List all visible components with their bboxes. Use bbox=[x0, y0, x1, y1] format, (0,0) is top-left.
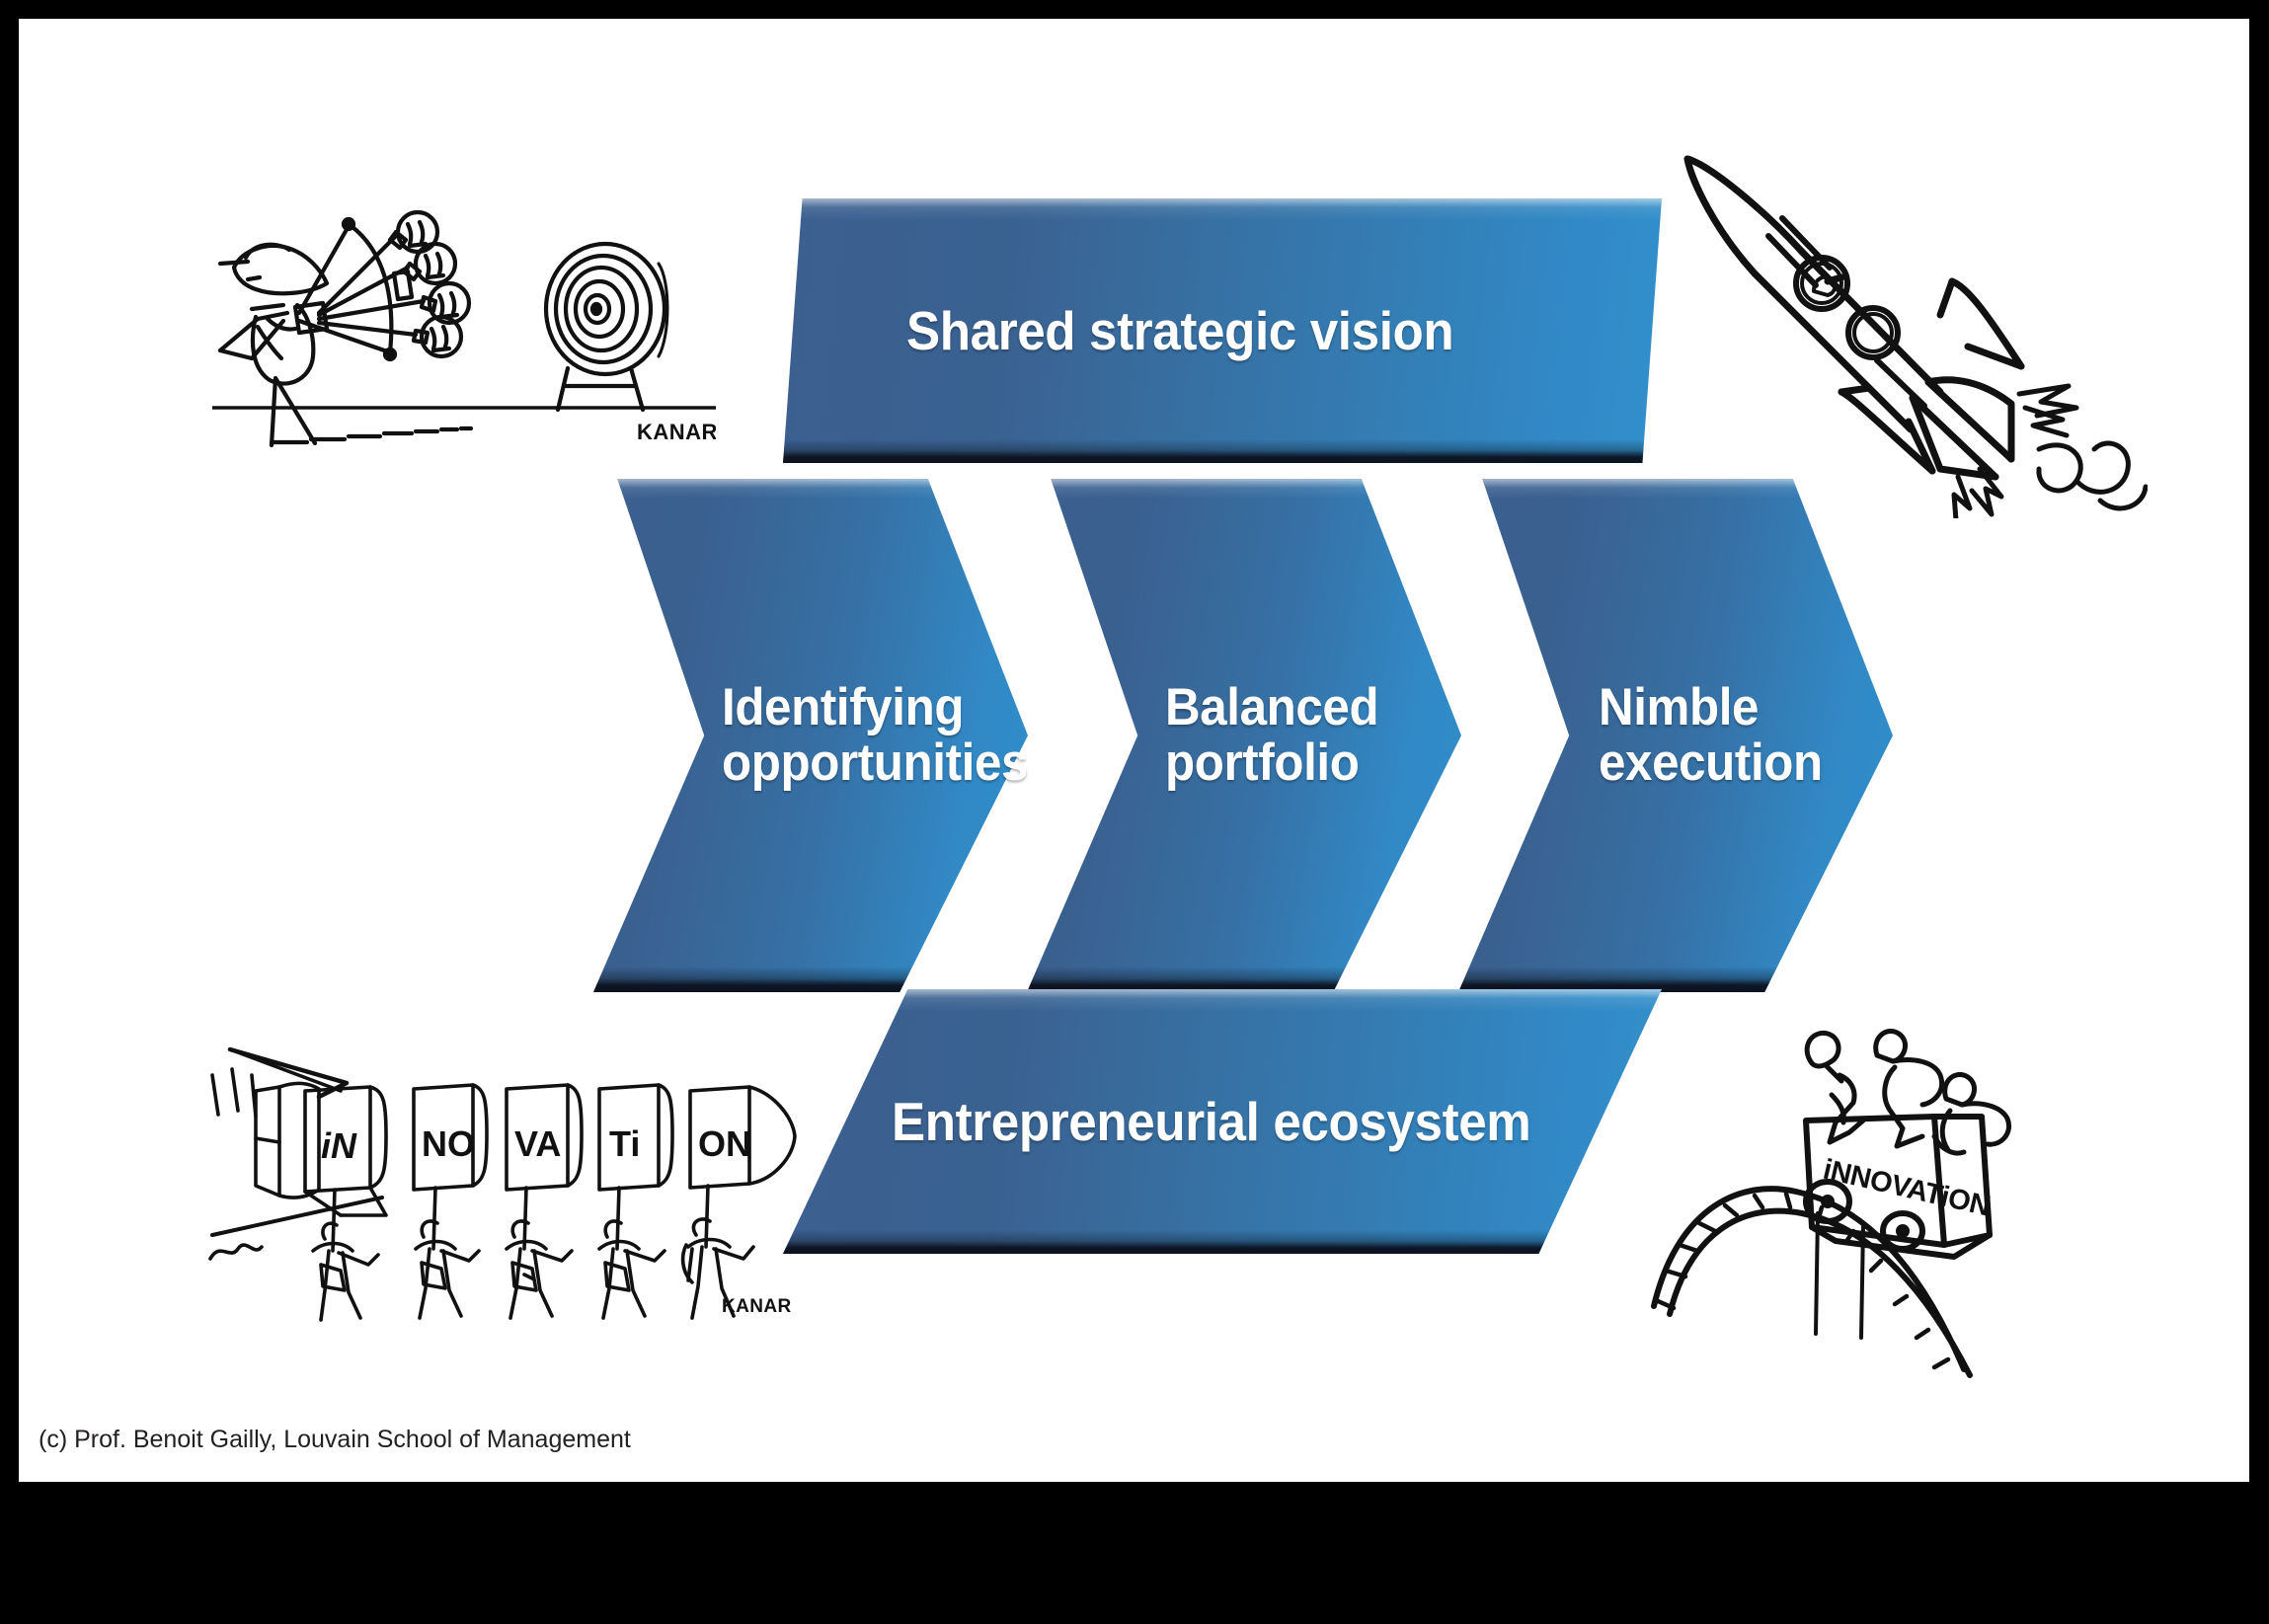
svg-text:VA: VA bbox=[514, 1123, 561, 1164]
svg-text:iN: iN bbox=[321, 1125, 357, 1166]
shape-fill bbox=[783, 989, 1662, 1254]
svg-text:KANAR: KANAR bbox=[637, 420, 716, 444]
slide-canvas: Shared strategic vision Identifying oppo… bbox=[19, 19, 2249, 1482]
rocket-launch-icon bbox=[1644, 133, 2148, 518]
innovation-rollercoaster-icon: iNNOVATiON bbox=[1638, 1012, 2039, 1381]
archer-lightbulb-arrows-icon: KANAR bbox=[212, 202, 716, 459]
shape-label-shared-strategic-vision: Shared strategic vision bbox=[906, 299, 1454, 361]
footer-credit-text: (c) Prof. Benoit Gailly, Louvain School … bbox=[39, 1426, 631, 1453]
shape-entrepreneurial-ecosystem[interactable]: Entrepreneurial ecosystem bbox=[783, 989, 1662, 1254]
shape-nimble-execution[interactable]: Nimble execution bbox=[1458, 479, 1893, 992]
shape-label-entrepreneurial-ecosystem: Entrepreneurial ecosystem bbox=[892, 1090, 1531, 1152]
svg-text:KANAR: KANAR bbox=[722, 1296, 792, 1317]
shape-balanced-portfolio[interactable]: Balanced portfolio bbox=[1027, 479, 1461, 992]
shape-shared-strategic-vision[interactable]: Shared strategic vision bbox=[783, 198, 1662, 463]
shape-label-nimble-execution: Nimble execution bbox=[1599, 677, 1823, 792]
innovation-march-icon: iN NO VA Ti ON KANAR bbox=[195, 1032, 797, 1324]
shape-fill bbox=[783, 198, 1662, 463]
shape-label-identifying-opportunities: Identifying opportunities bbox=[722, 677, 1029, 792]
shape-label-balanced-portfolio: Balanced portfolio bbox=[1165, 677, 1379, 792]
shape-identifying-opportunities[interactable]: Identifying opportunities bbox=[593, 479, 1028, 992]
svg-text:Ti: Ti bbox=[609, 1123, 640, 1164]
svg-text:ON: ON bbox=[698, 1123, 751, 1164]
svg-text:NO: NO bbox=[422, 1123, 475, 1164]
